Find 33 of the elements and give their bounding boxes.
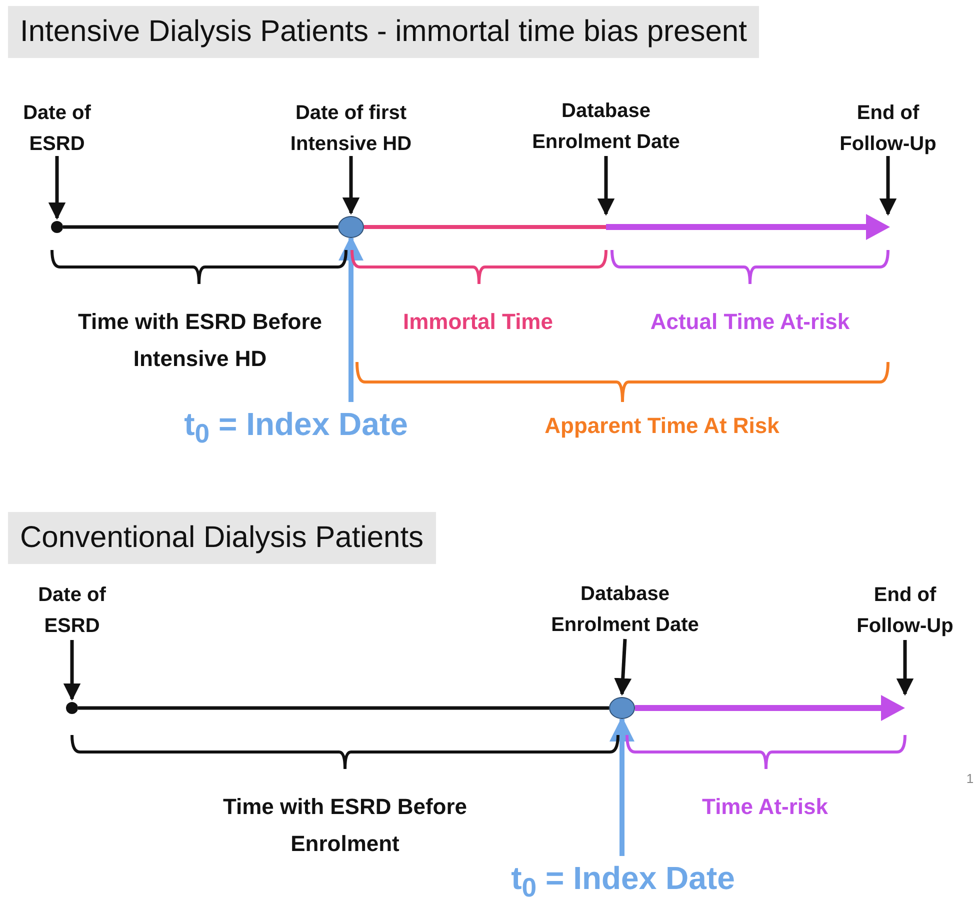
- arrow: [342, 156, 360, 215]
- bracket-label: Immortal Time: [402, 308, 554, 336]
- timeline-line: [78, 706, 609, 710]
- arrow: [614, 638, 632, 696]
- panel-heading: Conventional Dialysis Patients: [8, 512, 436, 564]
- index-date-label: t$_{0}$ = Index Date: [492, 856, 754, 899]
- date-label: Database Enrolment Date: [516, 96, 696, 156]
- date-label: Date of first Intensive HD: [271, 98, 431, 156]
- bracket-label: Time At-risk: [701, 793, 829, 821]
- date-label: Date of ESRD: [2, 98, 112, 156]
- arrow: [610, 716, 634, 856]
- arrow: [63, 640, 81, 701]
- start-dot: [51, 221, 63, 233]
- arrow: [597, 156, 615, 216]
- arrow: [338, 236, 364, 402]
- index-date-label: t$_{0}$ = Index Date: [165, 402, 427, 448]
- bracket-label: Apparent Time At Risk: [544, 412, 780, 440]
- start-dot: [66, 702, 78, 714]
- index-circle: [609, 697, 635, 719]
- arrow: [48, 156, 66, 220]
- panel-heading: Intensive Dialysis Patients - immortal time bias present: [8, 6, 759, 58]
- bracket-label: Actual Time At-risk: [650, 308, 850, 336]
- date-label: End of Follow-Up: [830, 98, 946, 156]
- date-label: Date of ESRD: [17, 580, 127, 640]
- bracket-label: Time with ESRD Before Intensive HD: [76, 308, 324, 373]
- arrow: [896, 640, 914, 696]
- bracket-label: Time with ESRD Before Enrolment: [222, 793, 468, 858]
- timeline-line: [63, 225, 338, 229]
- date-label: Database Enrolment Date: [535, 579, 715, 639]
- arrow: [879, 156, 897, 216]
- date-label: End of Follow-Up: [847, 580, 963, 640]
- page-number: 1: [965, 770, 975, 788]
- index-circle: [338, 216, 364, 238]
